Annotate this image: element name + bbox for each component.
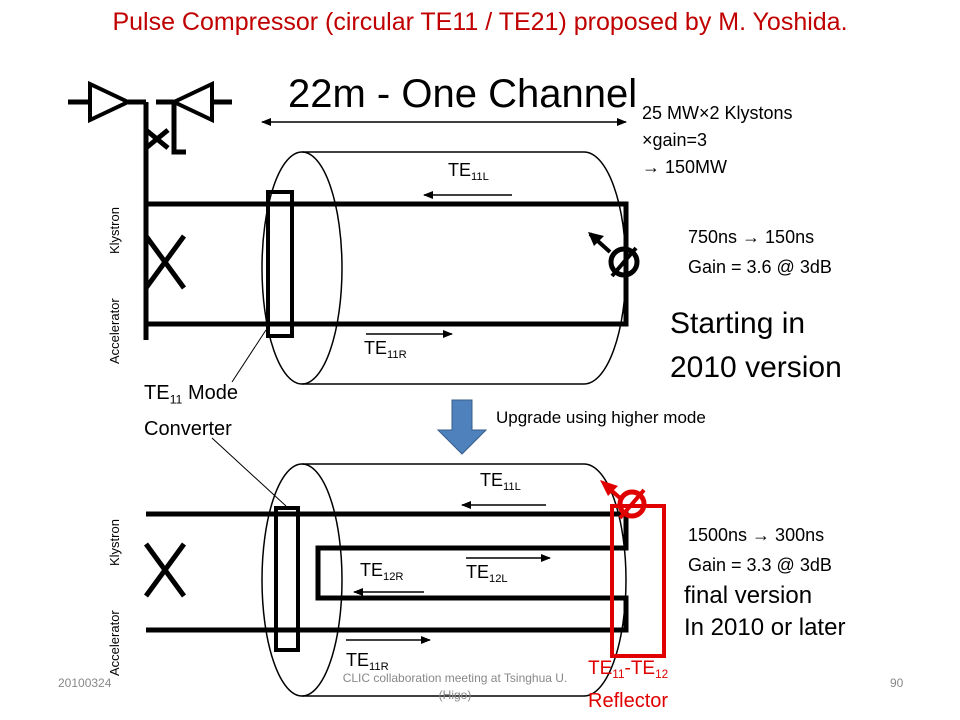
te11l-bottom-label: TE11L xyxy=(480,470,521,493)
footer-page: 90 xyxy=(890,676,904,690)
bottom-gain: Gain = 3.3 @ 3dB xyxy=(688,555,832,575)
bottom-specs: 1500ns → 300ns Gain = 3.3 @ 3dB xyxy=(688,520,832,580)
converter-leader-bottom xyxy=(211,437,287,507)
footer-date: 20100324 xyxy=(58,676,112,690)
top-cylinder xyxy=(261,151,627,385)
bottom-cylinder xyxy=(261,463,627,697)
klystron-info: 25 MW×2 Klystons ×gain=3 → 150MW xyxy=(642,100,793,181)
bottom-timing: 1500ns → 300ns xyxy=(688,525,825,545)
top-version-line-1: Starting in xyxy=(670,307,806,340)
top-gain: Gain = 3.6 @ 3dB xyxy=(688,257,832,277)
converter-leader-top xyxy=(231,329,267,383)
bottom-version-line-1: final version xyxy=(684,582,813,609)
klystron-symbols xyxy=(68,80,232,340)
klystron-info-line-1: 25 MW×2 Klystons xyxy=(642,103,793,123)
klystron-info-line-3: → 150MW xyxy=(642,157,728,177)
top-specs: 750ns → 150ns Gain = 3.6 @ 3dB xyxy=(688,222,832,282)
red-reflector xyxy=(600,480,666,658)
bottom-version: final version In 2010 or later xyxy=(684,580,845,644)
te12l-label: TE12L xyxy=(466,562,508,585)
top-waveguide xyxy=(143,190,629,338)
bottom-accelerator-label: Accelerator xyxy=(107,610,122,676)
top-reflector-port xyxy=(588,232,640,278)
channel-label: 22m - One Channel xyxy=(288,72,638,116)
klystron-info-line-2: ×gain=3 xyxy=(642,130,708,150)
upgrade-label: Upgrade using higher mode xyxy=(496,408,706,427)
reflector-label: TE11-TE12 Reflector xyxy=(588,658,669,713)
top-klystron-label: Klystron xyxy=(107,207,122,254)
te11r-bottom-label: TE11R xyxy=(346,650,389,673)
top-accelerator-label: Accelerator xyxy=(107,298,122,364)
footer-meeting: CLIC collaboration meeting at Tsinghua U… xyxy=(342,671,568,702)
te11l-label: TE11L xyxy=(448,160,489,183)
te12r-label: TE12R xyxy=(360,560,404,583)
te11r-label: TE11R xyxy=(364,338,407,361)
mode-converter-label: TE11 Mode Converter xyxy=(144,382,239,441)
upgrade-arrow-icon xyxy=(436,399,488,455)
top-version: Starting in 2010 version xyxy=(670,302,842,390)
bottom-version-line-2: In 2010 or later xyxy=(684,614,846,641)
top-timing: 750ns → 150ns xyxy=(688,227,815,247)
bottom-klystron-label: Klystron xyxy=(107,519,122,566)
top-version-line-2: 2010 version xyxy=(670,351,842,384)
bottom-waveguide xyxy=(143,506,629,652)
slide-title: Pulse Compressor (circular TE11 / TE21) … xyxy=(112,8,848,36)
